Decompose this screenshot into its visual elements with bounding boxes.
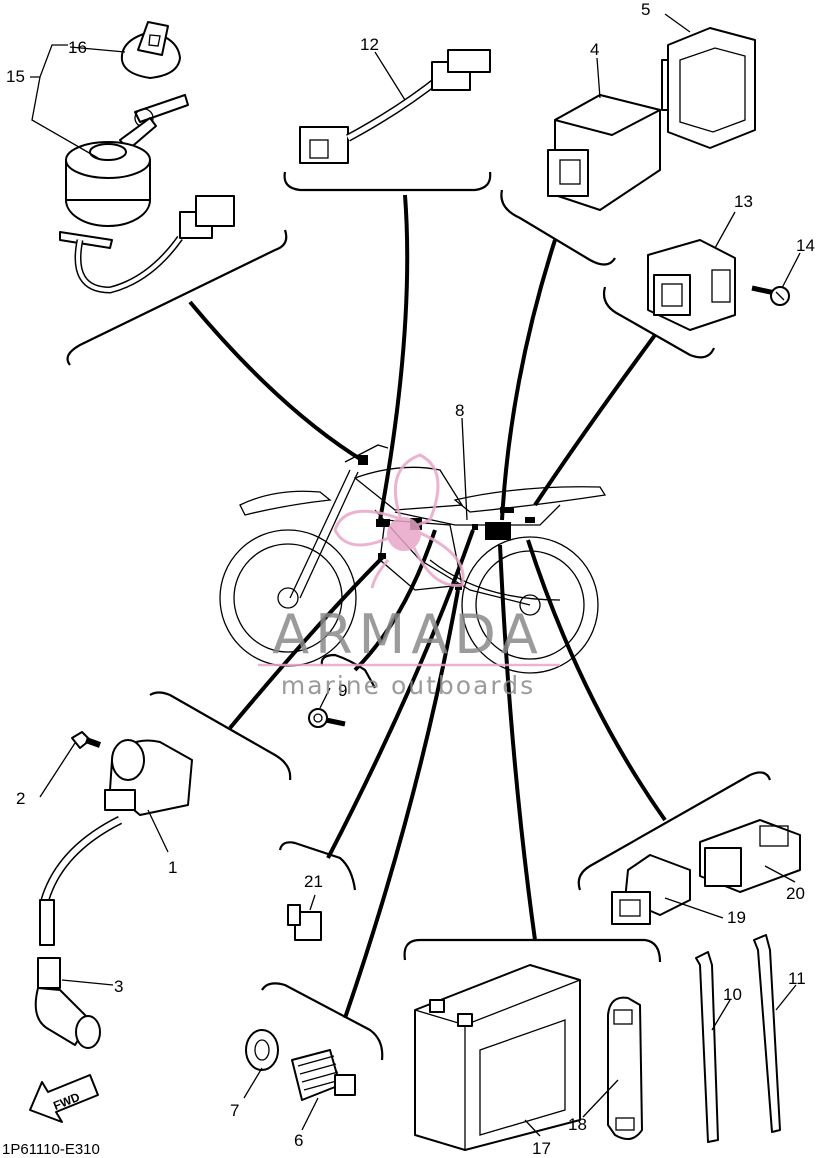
callout-13: 13: [734, 192, 753, 211]
spark-plug-cap-part: [34, 957, 101, 1049]
callout-5: 5: [641, 0, 650, 19]
callout-3: 3: [114, 977, 123, 996]
neutral-switch-part: [291, 1049, 356, 1101]
coupler-19-part: [611, 854, 691, 925]
ground-screw-part: [308, 708, 346, 728]
callout-11: 11: [788, 969, 806, 988]
diagram-code: 1P61110-E310: [2, 1141, 100, 1158]
cdi-unit-part: [547, 94, 661, 211]
callout-18: 18: [568, 1115, 587, 1134]
callout-6: 6: [294, 1131, 303, 1150]
callout-15: 15: [6, 67, 25, 86]
forward-arrow-icon: FWD: [29, 1074, 99, 1123]
cable-tie-10-part: [695, 951, 719, 1143]
relay-screw-part: [751, 285, 790, 306]
callout-leader-lines: [30, 13, 801, 1137]
callout-16: 16: [68, 38, 87, 57]
callout-4: 4: [590, 40, 599, 59]
cover-part: [661, 27, 756, 149]
callout-19: 19: [727, 908, 746, 927]
group-brackets: [66, 171, 772, 1061]
armada-watermark: ARMADA marine outboards: [258, 453, 560, 700]
wiring-harness-lines: [188, 194, 667, 1019]
ignition-coil-bolt-part: [71, 731, 102, 749]
watermark-brand: ARMADA: [272, 603, 544, 666]
callout-10: 10: [723, 985, 742, 1004]
fuse-part: [287, 904, 322, 941]
cable-tie-11-part: [753, 934, 781, 1133]
propeller-logo-icon: [333, 453, 465, 589]
keys-part: [119, 94, 189, 151]
relay-part: [647, 239, 736, 331]
callout-14: 14: [796, 236, 815, 255]
battery-part: [414, 964, 581, 1151]
callout-12: 12: [360, 35, 379, 54]
callout-21: 21: [304, 872, 323, 891]
callout-9: 9: [338, 681, 347, 700]
callout-1: 1: [168, 858, 177, 877]
callout-7: 7: [230, 1101, 239, 1120]
callout-8: 8: [455, 401, 464, 420]
lead-wire-part: [299, 49, 491, 164]
coupler-20-part: [699, 819, 801, 893]
callout-labels: 1 2 3 4 5 6 7 8 9 10 11 12 13 14 15 16 1…: [6, 0, 815, 1158]
callout-2: 2: [16, 789, 25, 808]
watermark-tagline: marine outboards: [281, 671, 535, 700]
battery-band-part: [607, 996, 643, 1140]
callout-17: 17: [532, 1139, 551, 1158]
main-switch-part: [59, 141, 235, 294]
gasket-part: [245, 1029, 279, 1071]
key-cap-part: [120, 21, 181, 79]
callout-20: 20: [786, 884, 805, 903]
ignition-coil-part: [39, 739, 193, 946]
